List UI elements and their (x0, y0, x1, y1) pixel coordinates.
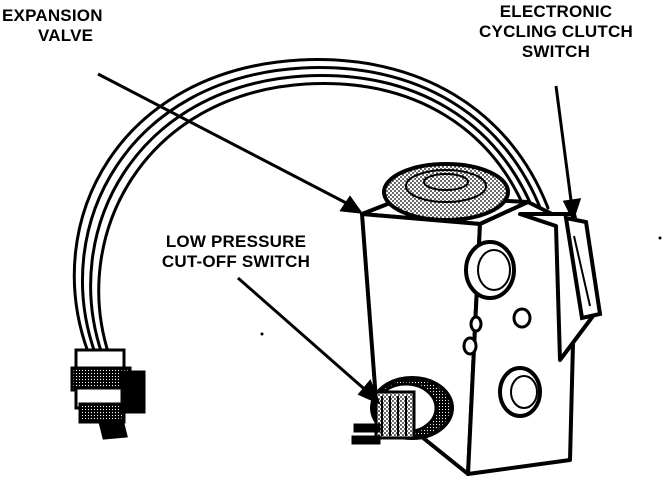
paper-speck (658, 236, 662, 240)
low-pressure-switch-label: LOW PRESSURE CUT-OFF SWITCH (136, 232, 336, 272)
harness-connector (70, 348, 146, 440)
expansion-valve-label-line2: VALVE (38, 26, 94, 45)
valve-ports (462, 240, 542, 418)
cycling-clutch-switch-label: ELECTRONIC CYCLING CLUTCH SWITCH (456, 2, 656, 62)
cycling-clutch-switch-label-line1: ELECTRONIC (499, 2, 613, 21)
low-pressure-switch-label-line2: CUT-OFF SWITCH (161, 252, 311, 271)
wire-harness (72, 58, 550, 357)
leader-lines (97, 72, 582, 405)
expansion-valve-label: EXPANSION VALVE (2, 6, 103, 46)
low-pressure-switch-label-line1: LOW PRESSURE (165, 232, 307, 251)
cycling-clutch-switch-label-line2: CYCLING CLUTCH (479, 22, 633, 41)
cycling-clutch-switch-plate (563, 215, 603, 321)
expansion-valve-label-line1: EXPANSION (2, 6, 103, 25)
low-pressure-switch-fitting (351, 376, 454, 445)
cycling-clutch-switch-label-line3: SWITCH (521, 42, 591, 61)
diaphragm-dome (382, 162, 510, 222)
paper-speck (260, 332, 264, 336)
